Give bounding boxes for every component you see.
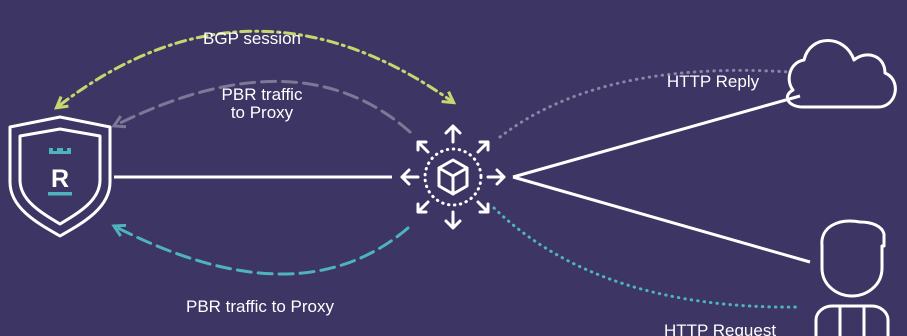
- proxy-to-cloud-line: [512, 94, 801, 179]
- shield-icon: [8, 115, 112, 238]
- http-request-path: [492, 206, 802, 309]
- shield-letter: R: [51, 165, 69, 193]
- pbr-traffic-top-label-line2: to Proxy: [231, 103, 294, 122]
- pbr-traffic-top-label-line1: PBR traffic: [222, 85, 303, 104]
- proxy-to-user-line: [512, 175, 811, 264]
- bgp-session-label: BGP session: [203, 29, 301, 48]
- cloud-icon: [785, 39, 897, 109]
- http-request-label: HTTP Request: [664, 321, 776, 336]
- pbr-traffic-bottom-arrow: [111, 223, 410, 276]
- http-reply-label: HTTP Reply: [667, 72, 760, 91]
- pbr-traffic-bottom-label: PBR traffic to Proxy: [186, 297, 335, 316]
- cube-hub-icon: [400, 124, 506, 230]
- pbr-traffic-top-arrow: [111, 79, 412, 134]
- http-reply-path: [498, 68, 792, 139]
- bgp-session-arrow: [54, 29, 457, 110]
- user-icon: [814, 219, 890, 336]
